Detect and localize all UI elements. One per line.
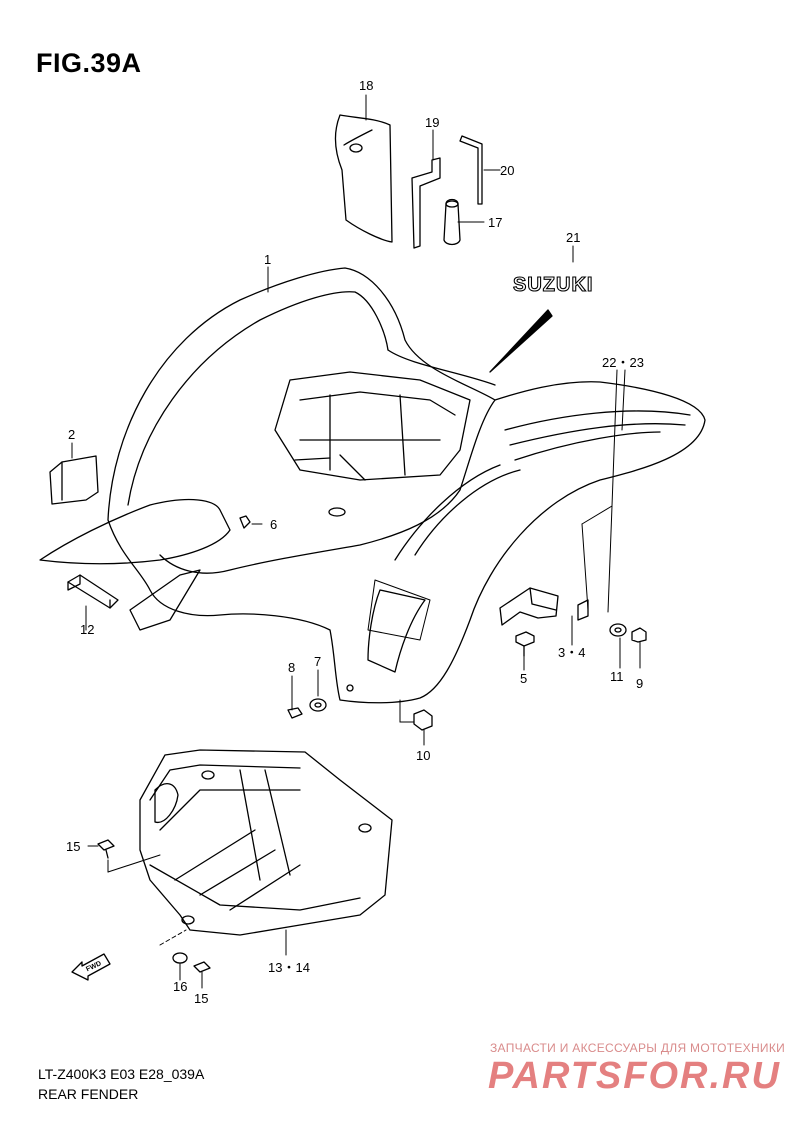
nut-part-16 xyxy=(172,952,188,964)
tube-part-17 xyxy=(443,198,461,246)
callout-15-lower: 15 xyxy=(194,991,208,1006)
rear-fender-part-1 xyxy=(39,267,706,704)
watermark-tagline: ЗАПЧАСТИ И АКСЕССУАРЫ ДЛЯ МОТОТЕХНИКИ xyxy=(490,1041,786,1055)
callout-18: 18 xyxy=(359,78,373,93)
forward-arrow-icon xyxy=(71,953,111,981)
leader-lines xyxy=(71,94,641,989)
pad-part-2 xyxy=(49,455,99,505)
callout-5: 5 xyxy=(520,671,527,686)
suzuki-decal: SUZUKI xyxy=(513,274,593,296)
figure-title: FIG.39A xyxy=(36,48,142,78)
callout-6: 6 xyxy=(270,517,277,532)
callout-20: 20 xyxy=(500,163,514,178)
callout-11: 11 xyxy=(610,669,624,684)
bolt-part-9 xyxy=(631,627,647,643)
decal-pointer-arrow xyxy=(489,309,553,373)
wrench-part-20 xyxy=(459,135,483,205)
callout-labels: 1 2 3・4 5 6 7 8 9 10 11 12 13・14 15 15 1… xyxy=(66,78,644,1006)
callout-2: 2 xyxy=(68,427,75,442)
callout-22-23: 22・23 xyxy=(602,355,644,370)
watermark-brand: PARTSFOR.RU xyxy=(488,1055,781,1097)
callout-15-upper: 15 xyxy=(66,839,80,854)
section-name: REAR FENDER xyxy=(38,1086,139,1102)
callout-10: 10 xyxy=(416,748,430,763)
callout-21: 21 xyxy=(566,230,580,245)
callout-1: 1 xyxy=(264,252,271,267)
screw-part-6 xyxy=(239,515,251,529)
callout-19: 19 xyxy=(425,115,439,130)
screw-part-15-upper xyxy=(97,839,115,859)
screw-part-15-lower xyxy=(193,961,211,973)
reflector-bracket-part-3-4 xyxy=(499,587,589,626)
block-part-12 xyxy=(67,574,119,609)
callout-17: 17 xyxy=(488,215,502,230)
nut-part-10 xyxy=(413,709,433,731)
model-code: LT-Z400K3 E03 E28_039A xyxy=(38,1066,205,1082)
callout-16: 16 xyxy=(173,979,187,994)
grommet-part-7 xyxy=(309,698,327,712)
bolt-part-5 xyxy=(515,631,535,657)
lower-guard-part-13-14 xyxy=(139,749,393,936)
callout-3-4: 3・4 xyxy=(558,645,585,660)
screw-part-8 xyxy=(287,707,303,719)
washer-part-11 xyxy=(609,623,627,637)
callout-12: 12 xyxy=(80,622,94,637)
callout-13-14: 13・14 xyxy=(268,960,310,975)
callout-8: 8 xyxy=(288,660,295,675)
bracket-part-19 xyxy=(411,157,441,249)
callout-9: 9 xyxy=(636,676,643,691)
callout-7: 7 xyxy=(314,654,321,669)
cover-part-18 xyxy=(334,114,393,243)
